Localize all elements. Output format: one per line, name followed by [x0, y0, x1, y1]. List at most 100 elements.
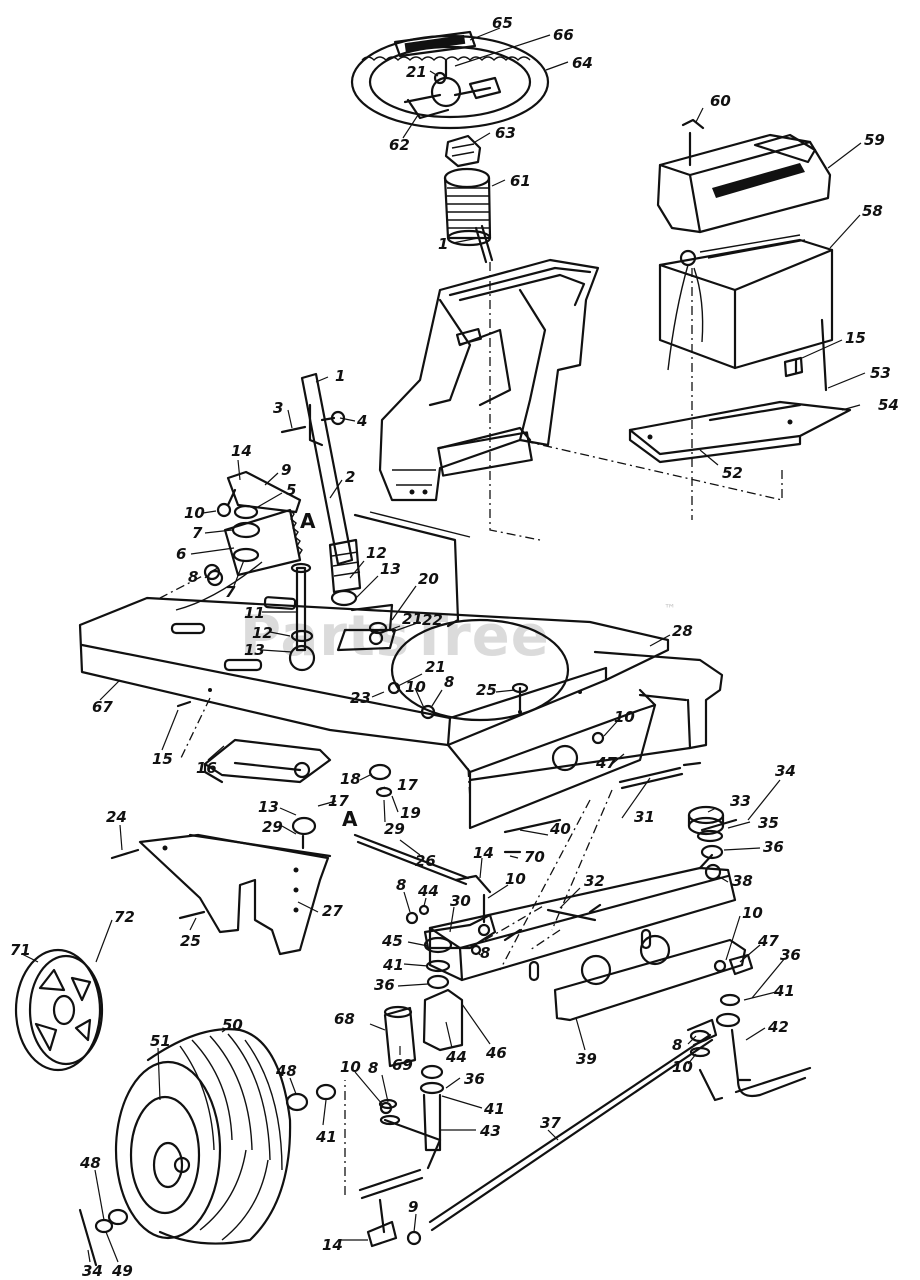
callout-64: 64: [572, 54, 593, 72]
callout-21: 21: [406, 63, 427, 81]
callout-18: 18: [340, 770, 361, 788]
callout-25-a: 25: [476, 681, 497, 699]
main-frame: [78, 596, 670, 747]
battery-cover: [656, 118, 832, 234]
callout-28: 28: [672, 622, 693, 640]
callout-8-e: 8: [672, 1036, 682, 1054]
callout-29-a: 29: [262, 818, 283, 836]
callout-69: 69: [392, 1056, 413, 1074]
callout-7-a: 7: [192, 524, 203, 542]
callout-48-b: 48: [79, 1154, 101, 1172]
callout-2: 2: [345, 468, 355, 486]
callout-36-c: 36: [780, 946, 801, 964]
callout-8-b: 8: [444, 673, 454, 691]
callout-7-b: 7: [225, 583, 236, 601]
callout-67: 67: [92, 698, 113, 716]
callout-34-b: 34: [82, 1262, 103, 1280]
callout-47-b: 47: [757, 932, 779, 950]
steering-sector-gear: [175, 470, 303, 611]
callout-41-d: 41: [483, 1100, 505, 1118]
callout-3: 3: [273, 399, 283, 417]
callout-15-lower: 15: [152, 750, 173, 768]
callout-1-column: 1: [335, 367, 345, 385]
callout-12-b: 12: [252, 624, 273, 642]
callout-9-b: 9: [408, 1198, 418, 1216]
reference-lines: [159, 262, 783, 1195]
callout-13-a: 13: [380, 560, 401, 578]
callout-42: 42: [767, 1018, 789, 1036]
right-spindle: [689, 953, 812, 1102]
callout-13-b: 13: [244, 641, 265, 659]
callout-17-a: 17: [397, 776, 418, 794]
wheel-hardware: [78, 1083, 422, 1267]
steering-shaft-assembly: [443, 134, 494, 264]
callout-41-c: 41: [315, 1128, 337, 1146]
callout-62: 62: [389, 136, 410, 154]
callout-20: 20: [418, 570, 439, 588]
callout-65: 65: [492, 14, 513, 32]
callout-44-a: 44: [417, 882, 439, 900]
battery: [658, 234, 834, 371]
callout-49: 49: [111, 1262, 133, 1280]
callout-54: 54: [878, 396, 899, 414]
callout-8-d: 8: [480, 944, 490, 962]
steering-knuckle: [358, 913, 497, 1200]
steering-column: [280, 372, 362, 594]
callout-60: 60: [710, 92, 731, 110]
callout-40: 40: [549, 820, 571, 838]
callout-34-a: 34: [775, 762, 796, 780]
callout-9-upper: 9: [281, 461, 291, 479]
callout-66: 66: [553, 26, 574, 44]
fasteners: [110, 71, 804, 1115]
callout-8-a: 8: [188, 568, 198, 586]
callout-10-g: 10: [340, 1058, 361, 1076]
callout-27: 27: [322, 902, 343, 920]
callout-72: 72: [114, 908, 135, 926]
steering-wheel: [350, 30, 550, 130]
callout-21-a: 21: [402, 610, 423, 628]
callout-47-a: 47: [595, 754, 617, 772]
battery-tray: [628, 318, 852, 464]
callout-14-b: 14: [473, 844, 494, 862]
callout-33: 33: [730, 792, 751, 810]
callout-46: 46: [485, 1044, 507, 1062]
callout-4: 4: [356, 412, 367, 430]
callout-51: 51: [150, 1032, 171, 1050]
callout-36-a: 36: [763, 838, 784, 856]
callout-23: 23: [350, 689, 371, 707]
frame-side-rail: [446, 650, 724, 830]
callout-44-b: 44: [445, 1048, 467, 1066]
callout-10-c: 10: [614, 708, 635, 726]
front-bracket: [203, 738, 332, 784]
callout-8-f: 8: [368, 1059, 378, 1077]
callout-10-b: 10: [405, 678, 426, 696]
callout-43: 43: [479, 1122, 501, 1140]
callout-5: 5: [286, 481, 296, 499]
callout-36-d: 36: [464, 1070, 485, 1088]
callout-71: 71: [10, 941, 31, 959]
callout-11: 11: [244, 604, 265, 622]
callout-38: 38: [732, 872, 753, 890]
callout-10-d: 10: [505, 870, 526, 888]
watermark-trademark: ™: [664, 602, 676, 616]
callout-14-c: 14: [322, 1236, 343, 1254]
callout-26: 26: [415, 852, 436, 870]
callout-53: 53: [870, 364, 891, 382]
callout-39: 39: [576, 1050, 597, 1068]
callout-70: 70: [524, 848, 545, 866]
callout-41-a: 41: [382, 956, 404, 974]
callout-50: 50: [222, 1016, 243, 1034]
callout-15-upper: 15: [845, 329, 866, 347]
callout-45: 45: [381, 932, 403, 950]
callout-58: 58: [862, 202, 883, 220]
callout-52: 52: [722, 464, 743, 482]
callout-14-upper: 14: [231, 442, 252, 460]
callout-37: 37: [540, 1114, 561, 1132]
callout-17-b: 17: [328, 792, 349, 810]
callout-16: 16: [196, 759, 217, 777]
tie-rods: [353, 766, 718, 1232]
callout-10-f: 10: [672, 1058, 693, 1076]
callout-1-upper: 1: [438, 235, 448, 253]
callout-22: 22: [422, 611, 443, 629]
